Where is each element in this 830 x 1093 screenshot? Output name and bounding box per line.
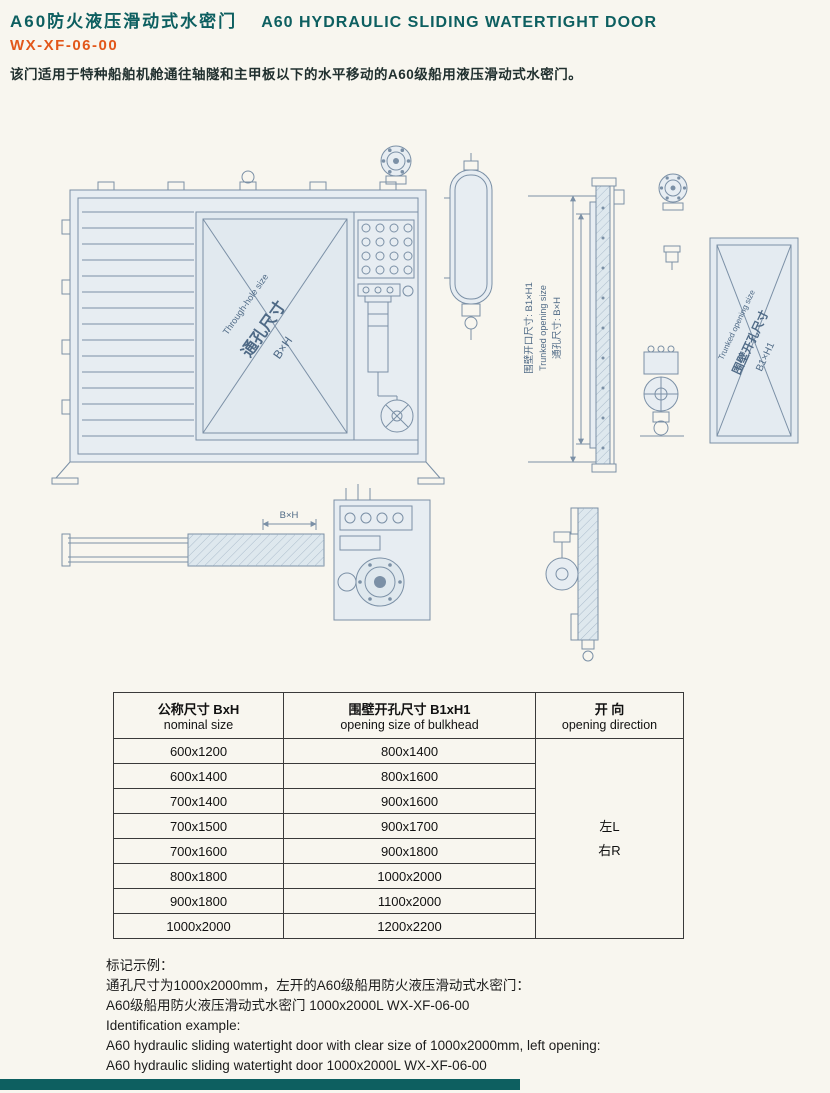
plan-dim-label: B×H <box>280 510 299 521</box>
table-row: 1000x2000 1200x2200 <box>113 913 684 939</box>
size-table: 公称尺寸 BxH nominal size 围壁开孔尺寸 B1xH1 openi… <box>113 692 684 939</box>
nominal-size-cell: 1000x2000 <box>113 913 284 939</box>
table-row: 700x1400 900x1600 <box>113 788 684 814</box>
side-dim1-label-cn: 围壁开口尺寸: B1×H1 <box>523 282 535 374</box>
identification-example: 标记示例： 通孔尺寸为1000x2000mm，左开的A60级船用防火液压滑动式水… <box>106 956 790 1076</box>
product-description: 该门适用于特种船舶机舱通往轴隧和主甲板以下的水平移动的A60级船用液压滑动式水密… <box>10 67 583 82</box>
page-title-en: A60 HYDRAULIC SLIDING WATERTIGHT DOOR <box>261 14 658 31</box>
control-cabinet <box>353 211 419 441</box>
example-line1-en: A60 hydraulic sliding watertight door wi… <box>106 1038 601 1053</box>
stiffener-lines <box>82 211 194 437</box>
table-header-row: 公称尺寸 BxH nominal size 围壁开孔尺寸 B1xH1 openi… <box>113 692 684 739</box>
opening-direction-cell: 左L 右R <box>535 738 684 939</box>
plan-view <box>61 519 325 567</box>
nominal-size-cell: 600x1200 <box>113 738 284 764</box>
accumulator <box>444 153 493 340</box>
small-fitting <box>663 245 681 270</box>
opening-size-cell: 800x1600 <box>283 763 536 789</box>
table-row: 800x1800 1000x2000 <box>113 863 684 889</box>
side-view-dimensions <box>528 195 596 463</box>
example-line1-cn: 通孔尺寸为1000x2000mm，左开的A60级船用防火液压滑动式水密门： <box>106 978 530 993</box>
example-line2-en: A60 hydraulic sliding watertight door 10… <box>106 1058 487 1073</box>
table-row: 600x1200 800x1400 左L 右R <box>113 738 684 939</box>
nominal-size-cell: 900x1800 <box>113 888 284 914</box>
hydraulic-power-unit <box>333 484 431 621</box>
table-row: 600x1400 800x1600 <box>113 763 684 789</box>
example-label-en: Identification example: <box>106 1018 241 1033</box>
opening-size-cell: 1000x2000 <box>283 863 536 889</box>
nominal-size-cell: 700x1400 <box>113 788 284 814</box>
side-view-door <box>589 177 625 473</box>
example-line2-cn: A60级船用防火液压滑动式水密门 1000x2000L WX-XF-06-00 <box>106 998 470 1013</box>
opening-size-cell: 900x1700 <box>283 813 536 839</box>
col-header-direction-cn: 开 向 <box>594 702 625 717</box>
model-number: WX-XF-06-00 <box>10 37 119 54</box>
technical-drawings: Through-hole size 通孔尺寸 B×H <box>51 145 799 662</box>
col-header-nominal-en: nominal size <box>163 718 234 732</box>
nominal-size-cell: 800x1800 <box>113 863 284 889</box>
pump-unit <box>640 345 684 437</box>
col-header-direction-en: opening direction <box>561 718 658 732</box>
opening-size-cell: 900x1600 <box>283 788 536 814</box>
opening-size-cell: 900x1800 <box>283 838 536 864</box>
footer-bar <box>0 1079 520 1090</box>
col-header-nominal-size: 公称尺寸 BxH nominal size <box>113 692 284 739</box>
page-header: A60防火液压滑动式水密门 A60 HYDRAULIC SLIDING WATE… <box>10 7 824 32</box>
nominal-size-cell: 600x1400 <box>113 763 284 789</box>
opening-size-cell: 1200x2200 <box>283 913 536 939</box>
side-dim1-label-en: Trunked opening size <box>538 285 548 371</box>
col-header-opening-cn: 围壁开孔尺寸 B1xH1 <box>348 702 471 717</box>
col-header-opening-en: opening size of bulkhead <box>340 718 479 732</box>
nominal-size-cell: 700x1600 <box>113 838 284 864</box>
nominal-size-cell: 700x1500 <box>113 813 284 839</box>
side-view-labels: 围壁开口尺寸: B1×H1 Trunked opening size 通孔尺寸:… <box>523 282 563 374</box>
side-dim2-label-cn: 通孔尺寸: B×H <box>551 297 563 359</box>
trunk-opening-panel <box>709 237 799 444</box>
page-title-cn: A60防火液压滑动式水密门 <box>10 12 238 31</box>
section-detail <box>545 507 599 662</box>
opening-size-cell: 800x1400 <box>283 738 536 764</box>
col-header-opening-size: 围壁开孔尺寸 B1xH1 opening size of bulkhead <box>283 692 536 739</box>
direction-right-label: 右R <box>598 842 621 858</box>
col-header-opening-direction: 开 向 opening direction <box>535 692 684 739</box>
col-header-nominal-cn: 公称尺寸 BxH <box>157 702 240 717</box>
direction-left-label: 左L <box>599 818 620 834</box>
example-label-cn: 标记示例： <box>106 958 174 973</box>
motor-top-view <box>380 145 412 190</box>
opening-size-cell: 1100x2000 <box>283 888 536 914</box>
table-row: 700x1500 900x1700 <box>113 813 684 839</box>
right-motor-top-view <box>658 173 688 211</box>
